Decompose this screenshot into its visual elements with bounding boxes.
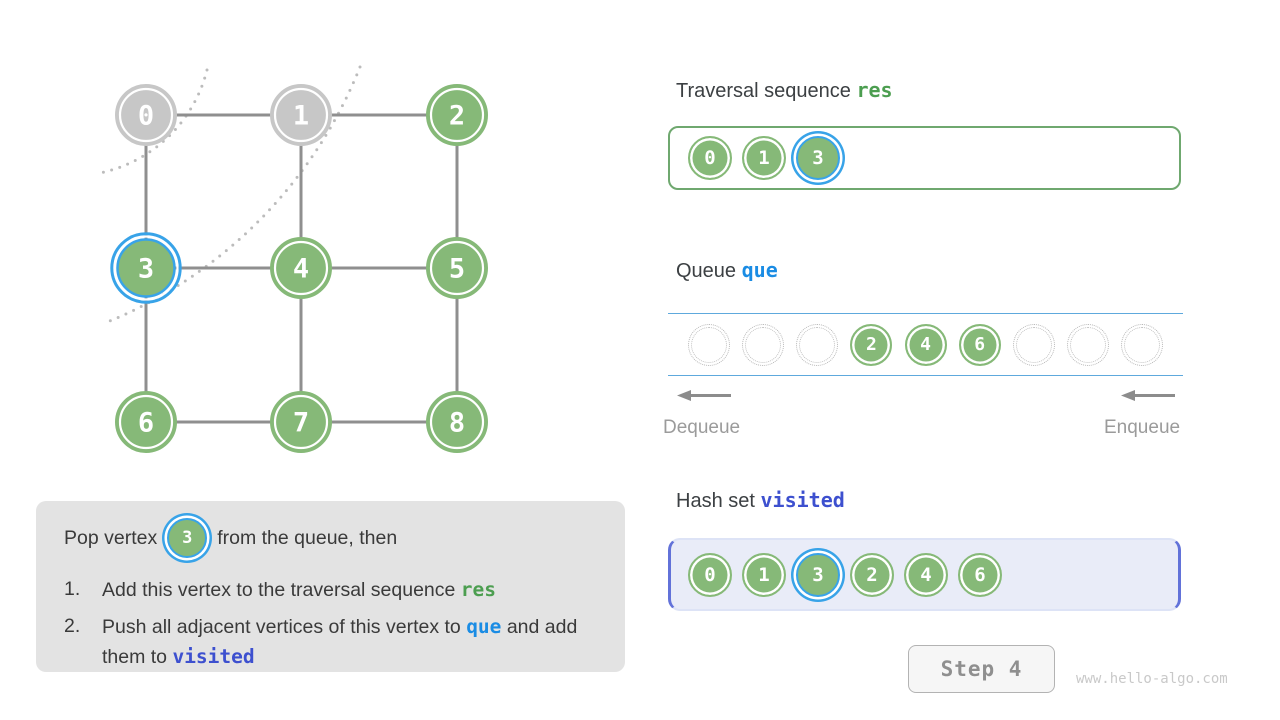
graph-vertex-5: 5	[426, 237, 488, 299]
step-indicator-badge: Step 4	[908, 645, 1055, 693]
svg-text:1: 1	[293, 101, 309, 132]
visited-title-text: Hash set	[676, 490, 761, 512]
vertex-chip-1: 1	[742, 136, 786, 180]
vertex-chip-3: 3	[796, 136, 840, 180]
svg-text:3: 3	[138, 254, 154, 285]
queue-empty-slot	[688, 323, 730, 366]
svg-text:0: 0	[138, 101, 154, 132]
intro-text-before: Pop vertex	[64, 526, 158, 549]
explanation-list: 1. Add this vertex to the traversal seque…	[64, 575, 609, 679]
bfs-wavefront-arc	[103, 65, 362, 325]
list-item-number: 1.	[64, 578, 81, 600]
vertex-chip-6: 6	[958, 552, 1002, 597]
res-section-title: Traversal sequence res	[676, 78, 893, 103]
queue-section-title: Queue que	[676, 258, 778, 283]
vertex-chip-0: 0	[688, 552, 732, 597]
visited-keyword: visited	[760, 488, 845, 512]
list-item-text: Push all adjacent vertices of this verte…	[102, 615, 578, 668]
graph-canvas: 0 1 2 3 4 5 6 7 8	[98, 65, 488, 453]
explanation-list-item: 2. Push all adjacent vertices of this ver…	[64, 612, 609, 672]
explanation-box: Pop vertex 3 from the queue, then 1. Add …	[36, 501, 625, 672]
graph-vertex-2: 2	[426, 84, 488, 146]
vertex-chip-2: 2	[850, 323, 893, 366]
queue-empty-slot	[796, 323, 839, 366]
watermark-text: www.hello-algo.com	[1076, 671, 1228, 687]
graph-vertex-7: 7	[270, 391, 332, 453]
queue-empty-slot	[1121, 323, 1163, 366]
queue-empty-slot	[742, 323, 785, 366]
graph-vertex-0: 0	[115, 84, 177, 146]
vertex-chip-2: 2	[850, 552, 894, 597]
queue-title-text: Queue	[676, 260, 742, 282]
graph-vertex-1: 1	[270, 84, 332, 146]
bfs-wavefront-arc	[98, 68, 209, 175]
vertex-chip-0: 0	[688, 136, 732, 180]
list-item-number: 2.	[64, 615, 81, 637]
enqueue-label: Enqueue	[1104, 417, 1181, 438]
svg-text:8: 8	[449, 408, 465, 439]
visited-section-title: Hash set visited	[676, 488, 845, 513]
res-title-text: Traversal sequence	[676, 80, 857, 102]
vertex-chip-1: 1	[742, 552, 786, 597]
que-keyword: que	[741, 258, 778, 282]
intro-text-after: from the queue, then	[217, 526, 398, 549]
vertex-chip-4: 4	[904, 552, 948, 597]
svg-text:5: 5	[449, 254, 465, 285]
dequeue-label: Dequeue	[663, 417, 741, 438]
svg-text:7: 7	[293, 408, 309, 439]
explanation-list-item: 1. Add this vertex to the traversal seque…	[64, 575, 609, 605]
svg-text:6: 6	[138, 408, 154, 439]
dequeue-arrow-icon	[677, 390, 731, 401]
graph-vertex-8: 8	[426, 391, 488, 453]
current-vertex-chip: 3	[167, 518, 208, 558]
graph-vertex-6: 6	[115, 391, 177, 453]
explanation-intro: Pop vertex 3 from the queue, then	[64, 516, 397, 560]
svg-text:2: 2	[449, 101, 465, 132]
graph-vertex-3: 3	[110, 232, 182, 304]
queue-empty-slot	[1012, 323, 1055, 366]
queue-empty-slot	[1066, 323, 1109, 366]
vertex-chip-3: 3	[796, 552, 840, 597]
graph-vertex-4: 4	[270, 237, 332, 299]
res-keyword: res	[856, 78, 893, 102]
list-item-text: Add this vertex to the traversal sequenc…	[102, 578, 497, 601]
vertex-chip-4: 4	[904, 323, 947, 366]
vertex-chip-6: 6	[958, 323, 1001, 366]
enqueue-arrow-icon	[1121, 390, 1175, 401]
svg-text:4: 4	[293, 254, 309, 285]
